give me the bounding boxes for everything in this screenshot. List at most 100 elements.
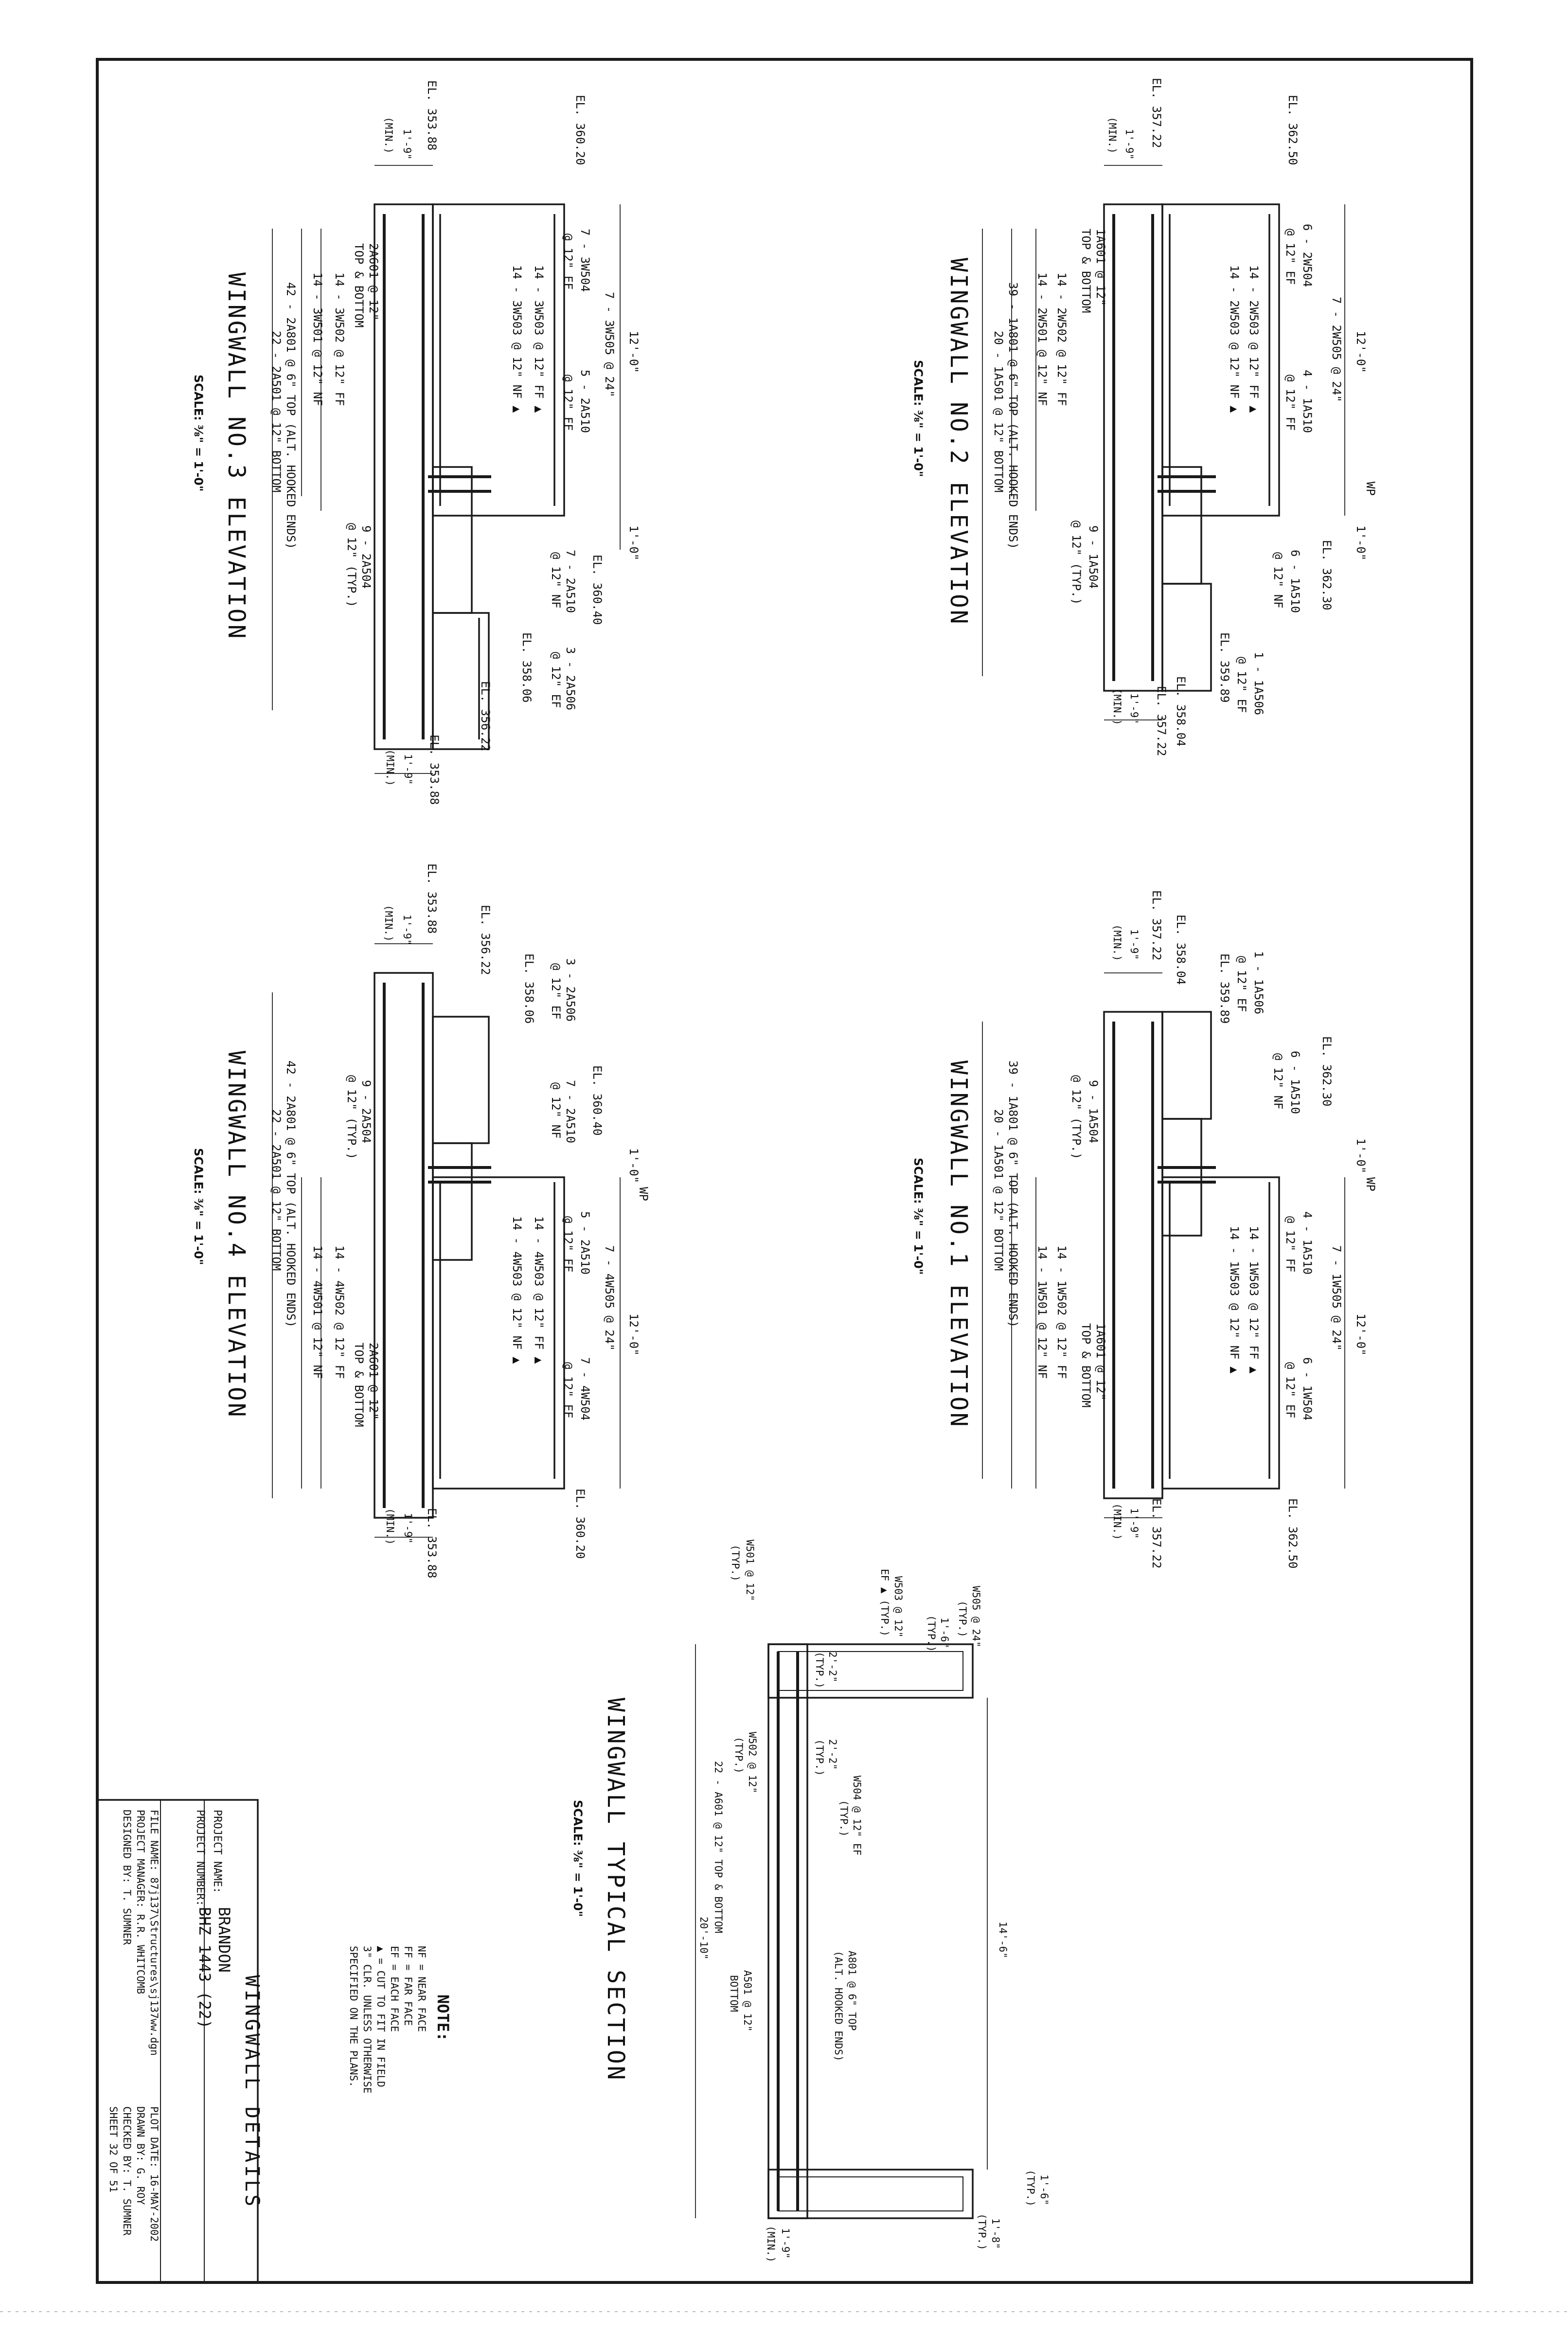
ts-d16: 1'-6" (939, 1617, 950, 1648)
ww3-el-mid: EL. 360.40 (590, 555, 604, 625)
ww2-title: WINGWALL NO.2 ELEVATION (945, 258, 972, 626)
ts-scale: SCALE: ⅜" = 1'-0" (571, 1800, 585, 1917)
ww1-min-label: (MIN.) (1111, 924, 1123, 961)
ww4-bar8: 14 - 4W501 @ 12" NF (311, 1245, 324, 1379)
typical-section (695, 1643, 988, 2219)
note-line-3: EF = EACH FACE (389, 1946, 400, 2032)
ts-bottom-stem (767, 2169, 974, 2219)
ww3-bar3: 5 - 2A510 (578, 370, 592, 433)
ww1-bar8: 14 - 1W501 @ 12" NF (1035, 1245, 1049, 1379)
wingwall-4-elevation (272, 943, 621, 1538)
ww4-el-top-left: EL. 353.88 (425, 863, 439, 934)
ww1-bar12: 6 - 1A510 (1288, 1051, 1302, 1114)
ww1-stem-upper (1161, 1176, 1280, 1490)
ww4-width-dim: 12'-0" (627, 1313, 641, 1356)
ww1-bar3: 4 - 1A510 (1301, 1211, 1314, 1275)
ww3-bar2: 7 - 3W504 (578, 229, 592, 292)
ww4-stem-upper (432, 1176, 565, 1490)
ts-d16b: (TYP.) (926, 1615, 937, 1652)
wingwall-2-elevation (982, 165, 1345, 720)
ww3-bar13b: @ 12" EF (549, 652, 563, 708)
note-line-5: 3" CLR. UNLESS OTHERWISE (361, 1946, 373, 2093)
ww1-bar7: 14 - 1W502 @ 12" FF (1055, 1245, 1069, 1379)
ww3-bar6b: TOP & BOTTOM (352, 243, 366, 327)
ww3-bar9: 42 - 2A801 @ 6" TOP (ALT. HOOKED ENDS) (284, 282, 298, 549)
ww1-el-bottom: EL. 362.50 (1286, 1498, 1300, 1569)
ww2-min-dim2: 1'-9" (1128, 693, 1140, 724)
ts-title: WINGWALL TYPICAL SECTION (602, 1698, 629, 2082)
ww4-bar12b: @ 12" NF (549, 1082, 563, 1139)
ww1-min-dim: 1'-9" (1128, 929, 1140, 960)
ww2-bar11: 9 - 1A504 (1087, 525, 1100, 589)
ts-a601: 22 - A601 @ 12" TOP & BOTTOM (713, 1761, 724, 1933)
ts-d19b: (MIN.) (765, 2226, 777, 2263)
ww2-bar11b: @ 12" (TYP.) (1069, 521, 1083, 605)
ww4-bar12: 7 - 2A510 (564, 1080, 577, 1143)
ww1-el-a: EL. 358.04 (1174, 915, 1188, 985)
ww4-bar5: 14 - 4W503 @ 12" NF ▲ (510, 1216, 524, 1364)
ts-d22bb: (TYP.) (814, 1739, 825, 1776)
ww4-title: WINGWALL NO.4 ELEVATION (223, 1051, 250, 1419)
ww4-el-b: EL. 358.06 (522, 953, 536, 1024)
ww4-min-label: (MIN.) (383, 905, 394, 942)
ww1-bar10: 20 - 1A501 @ 12" BOTTOM (992, 1109, 1005, 1271)
tb-project-name: BRANDON (215, 1907, 233, 1973)
ww4-bar11b: @ 12" (TYP.) (345, 1075, 358, 1159)
ww3-bar12b: @ 12" NF (549, 552, 563, 609)
wingwall-3-elevation (272, 165, 621, 774)
ww2-wp: WP (1364, 482, 1377, 496)
ts-w501b: (TYP.) (730, 1545, 741, 1581)
tb-drawn-by: DRAWN BY: G. ROY (135, 2106, 146, 2205)
title-block (96, 1799, 259, 2283)
ww4-bar6b: TOP & BOTTOM (352, 1343, 366, 1427)
ww1-bar6: 1A601 @ 12" (1094, 1323, 1107, 1401)
ts-d22b: 2'-2" (827, 1739, 838, 1770)
ww2-width-dim: 12'-0" (1354, 331, 1368, 373)
ww2-min-label: (MIN.) (1106, 117, 1118, 154)
ww1-end-dim: 1'-0" (1354, 1138, 1368, 1173)
ts-w502: W502 @ 12" (747, 1732, 758, 1793)
ww2-bar5: 14 - 2W503 @ 12" NF ▲ (1228, 265, 1241, 413)
ww2-min-dim: 1'-9" (1123, 129, 1135, 160)
ww4-el-a: EL. 356.22 (479, 905, 492, 975)
ww3-bar6: 2A601 @ 12" (367, 243, 380, 321)
tb-plot-date: PLOT DATE: 16-MAY-2002 (148, 2106, 160, 2242)
ww1-bar1: 7 - 1W505 @ 24" (1330, 1245, 1343, 1351)
ts-w505b: (TYP.) (957, 1600, 968, 1637)
ww3-min-label2: (MIN.) (384, 749, 396, 786)
tb-project-number: BHZ 1443 (22) (196, 1907, 214, 2029)
ts-w504: W504 @ 12" EF (851, 1776, 863, 1855)
ww4-bar3b: @ 12" FF (561, 1216, 575, 1273)
ww4-min-dim2: 1'-9" (402, 1513, 414, 1544)
ww4-bar4: 14 - 4W503 @ 12" FF ▲ (532, 1216, 546, 1364)
ts-a501: A501 @ 12" (742, 1970, 753, 2031)
ww2-el-top-left: EL. 357.22 (1150, 78, 1163, 148)
ww3-el-top-left: EL. 353.88 (425, 80, 439, 151)
ww2-el-b: EL. 358.04 (1174, 676, 1188, 747)
ww4-bar2b: @ 12" EF (561, 1362, 575, 1419)
ww3-tail (432, 466, 473, 614)
ww2-bar3b: @ 12" FF (1283, 375, 1297, 431)
wingwall-1-elevation (982, 972, 1345, 1518)
ww3-bar10: 22 - 2A501 @ 12" BOTTOM (269, 331, 283, 492)
ww2-bar6: 1A601 @ 12" (1094, 229, 1107, 306)
tb-project-name-label: PROJECT NAME: (211, 1810, 223, 1893)
ts-d18: 1'-8" (990, 2218, 1001, 2249)
ww3-width-dim: 12'-0" (627, 331, 641, 373)
ww4-bar6: 2A601 @ 12" (367, 1343, 380, 1420)
ww1-bar11: 9 - 1A504 (1087, 1080, 1100, 1143)
ts-w504b: (TYP.) (838, 1800, 850, 1837)
ww1-bar5: 14 - 1W503 @ 12" NF ▲ (1228, 1226, 1241, 1374)
ww4-bar13b: @ 12" EF (549, 963, 563, 1020)
ts-d146: 14'-6" (997, 1922, 1009, 1958)
ts-d22a: 2'-2" (827, 1652, 838, 1682)
note-line-1: NF = NEAR FACE (416, 1946, 428, 2032)
ww1-wp: WP (1364, 1177, 1377, 1191)
ww1-bar2b: @ 12" EF (1283, 1362, 1297, 1419)
ts-w501: W501 @ 12" (744, 1540, 756, 1601)
tb-designed-by: DESIGNED BY: T. SUMNER (121, 1810, 133, 1945)
ts-w503b: EF ▲ (TYP.) (879, 1569, 891, 1636)
ww2-el-top-right: EL. 362.50 (1286, 95, 1300, 165)
sheet-border (96, 58, 1473, 2284)
tb-project-number-label: PROJECT NUMBER: (194, 1810, 206, 1906)
